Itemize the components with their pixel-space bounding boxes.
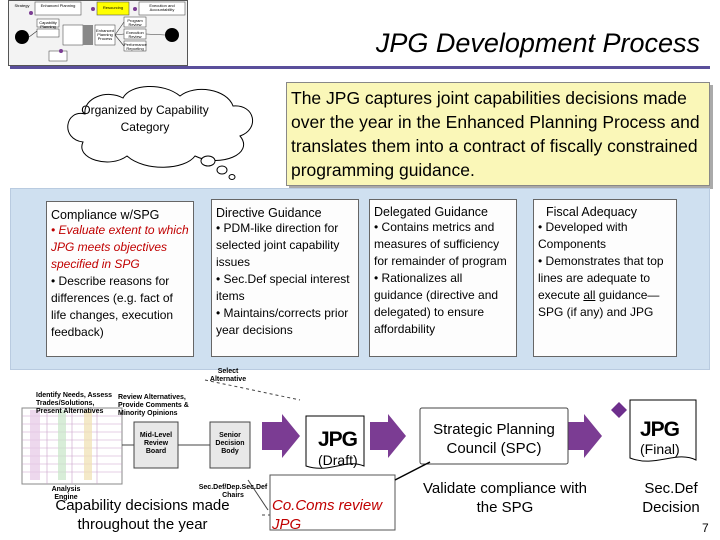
note-directive-bullet-2: • Sec.Def special interest items — [216, 272, 350, 303]
spc-label: Strategic Planning Council (SPC) — [433, 421, 555, 457]
note-delegated: Delegated Guidance • Contains metrics an… — [369, 199, 517, 357]
note-compliance-bullet-2: • Describe reasons for differences (e.g.… — [51, 274, 174, 339]
mini-label-execution-review: Execution Review — [126, 30, 144, 39]
title-divider — [10, 66, 710, 69]
capability-decisions-label: Capability decisions made throughout the… — [55, 497, 230, 533]
flow-label-senior: Senior Decision Body — [215, 432, 245, 455]
note-fiscal-bullet-2: • Demonstrates that top lines are adequa… — [534, 253, 676, 321]
summary-box: The JPG captures joint capabilities deci… — [286, 82, 710, 186]
thought-cloud — [67, 85, 254, 180]
thought-bubble-text: Organized by Capability Category — [81, 103, 209, 134]
validate-label: Validate compliance with the SPG — [423, 480, 587, 516]
note-fiscal-bullet-2-rest: guidance—SPG (if any) and JPG — [538, 288, 660, 319]
secdef-decision-label: Sec.Def Decision — [642, 480, 700, 516]
mini-diagram-graphic — [15, 1, 186, 62]
note-compliance-title: Compliance w/SPG — [51, 208, 160, 222]
mini-label-execution: Execution and Accountability — [149, 3, 175, 12]
flow-label-analysis: Analysis Engine — [51, 486, 81, 501]
note-directive-bullet-1: • PDM-like direction for selected joint … — [216, 221, 340, 269]
note-delegated-bullet-2: • Rationalizes all guidance (directive a… — [374, 271, 499, 336]
note-fiscal-bullet-2-underlined: all — [583, 288, 596, 302]
jpg-draft-title: JPG — [318, 428, 358, 451]
note-fiscal-bullet-2-lead: • Demonstrates that top lines are adequa… — [538, 254, 664, 302]
process-flow-graphic — [21, 379, 697, 531]
mini-label-strategy: Strategy — [14, 3, 30, 8]
note-directive: Directive Guidance • PDM-like direction … — [211, 199, 359, 357]
jpg-draft-subtitle: (Draft) — [318, 452, 358, 468]
cocoms-review-label: Co.Coms review JPG — [272, 497, 383, 533]
flow-label-select: Select Alternative — [209, 368, 247, 383]
mini-label-resourcing: Resourcing — [102, 5, 124, 10]
summary-text: The JPG captures joint capabilities deci… — [291, 88, 700, 180]
note-delegated-title: Delegated Guidance — [374, 205, 488, 219]
mini-label-capability-planning: Capability Planning — [39, 20, 57, 29]
note-compliance: Compliance w/SPG • Evaluate extent to wh… — [46, 201, 194, 357]
mini-label-epp: Enhanced Planning Process — [95, 28, 114, 41]
mini-label-enhanced-planning: Enhanced Planning — [40, 3, 76, 8]
mini-label-program-review: Program Review — [127, 18, 143, 27]
note-directive-bullet-3: • Maintains/corrects prior year decision… — [216, 306, 349, 337]
note-fiscal-title: Fiscal Adequacy — [546, 205, 638, 219]
flow-label-identify: Identify Needs, Assess Trades/Solutions,… — [36, 392, 112, 415]
flow-label-secdef-chairs: Sec.Def/Dep.Sec.Def Chairs — [198, 484, 268, 499]
flow-label-mid-level: Mid-Level Review Board — [139, 432, 173, 455]
note-directive-title: Directive Guidance — [216, 206, 322, 220]
jpg-final-title: JPG — [640, 418, 680, 441]
page-title: JPG Development Process — [375, 28, 700, 58]
flow-label-review-alternatives: Review Alternatives, Provide Comments & … — [118, 394, 189, 417]
note-fiscal-bullet-1: • Developed with Components — [538, 220, 628, 251]
page-number: 7 — [702, 521, 709, 535]
note-delegated-bullet-1: • Contains metrics and measures of suffi… — [374, 220, 507, 268]
note-fiscal: Fiscal Adequacy • Developed with Compone… — [533, 199, 677, 357]
jpg-final-subtitle: (Final) — [640, 441, 680, 457]
mini-process-diagram: Strategy Enhanced Planning Resourcing Ex… — [8, 0, 188, 66]
note-compliance-bullet-1: • Evaluate extent to which JPG meets obj… — [51, 223, 189, 271]
mini-label-performance: Performance Reporting — [124, 42, 147, 51]
